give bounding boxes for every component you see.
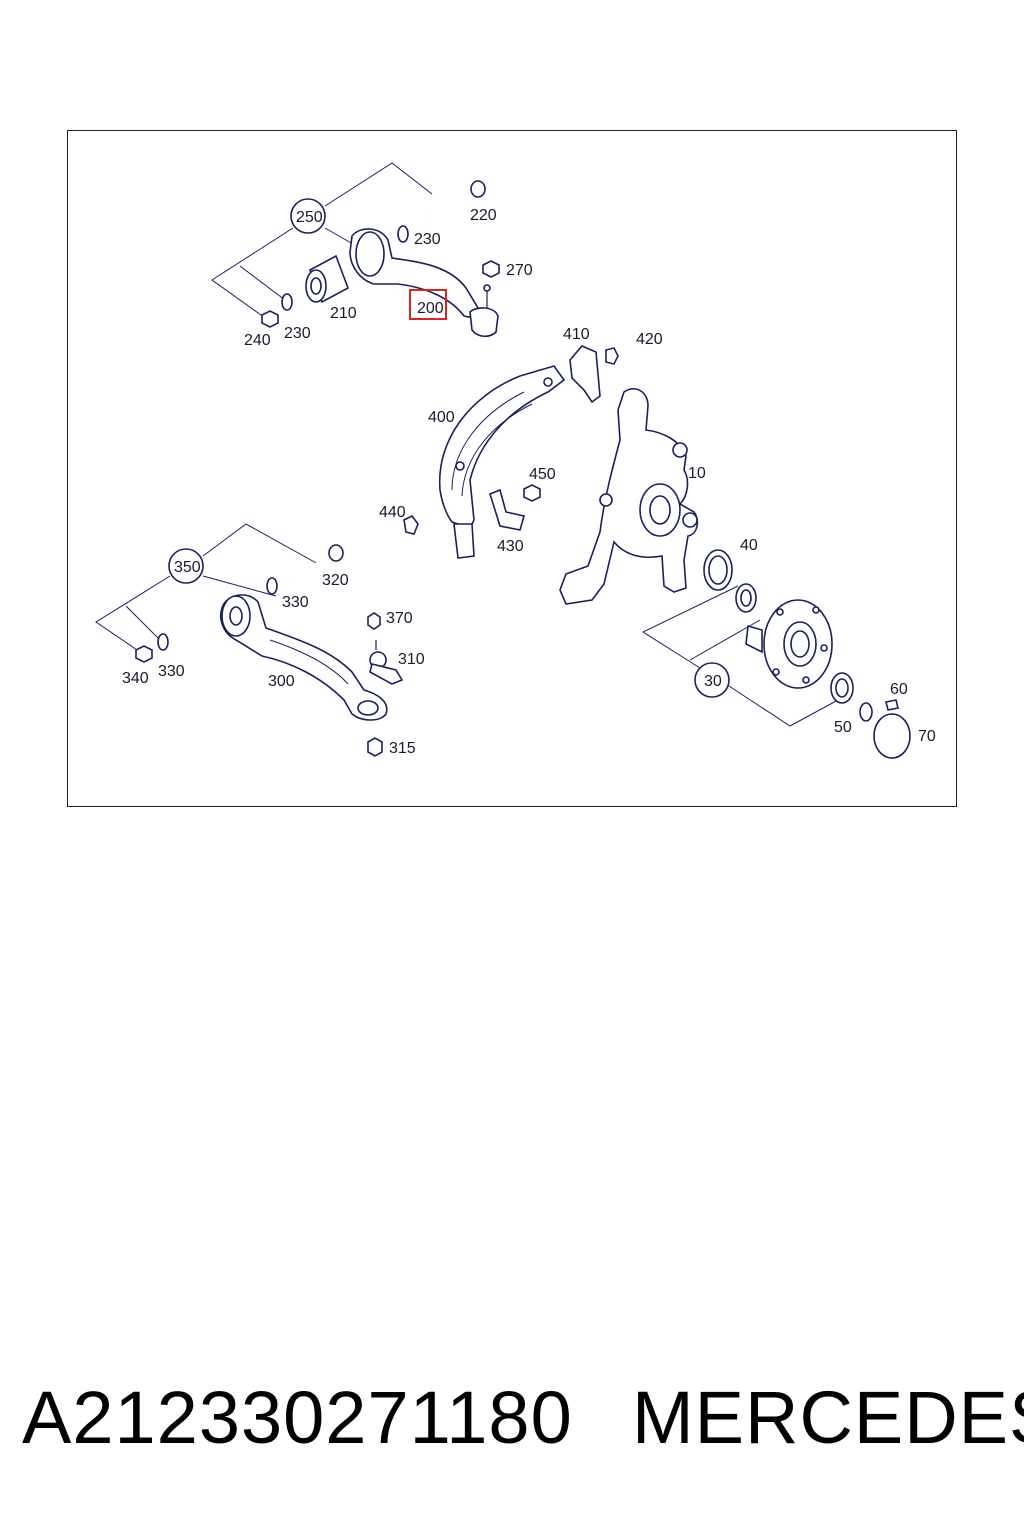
nut-450 <box>523 484 541 502</box>
diagram-frame <box>67 130 957 807</box>
upper-arm-group: 250 220 230 270 <box>211 162 533 349</box>
nut-315 <box>367 737 383 757</box>
screw-60 <box>885 699 899 711</box>
washer-230-lower <box>281 293 293 311</box>
label-230-upper: 230 <box>414 231 441 248</box>
label-210: 210 <box>330 305 357 322</box>
diagram-drawing: 250 220 230 270 <box>95 162 936 759</box>
washer-330-lower <box>157 633 169 651</box>
label-270: 270 <box>506 262 533 279</box>
parts-diagram: 250 220 230 270 <box>67 130 957 807</box>
bracket-410 <box>569 345 601 404</box>
nut-340 <box>135 645 153 663</box>
group-circle-30 <box>694 662 730 698</box>
wheel-hub <box>745 599 833 689</box>
label-220: 220 <box>470 207 497 224</box>
group-circle-350 <box>168 548 204 584</box>
bolt-440 <box>403 514 441 535</box>
label-320: 320 <box>322 572 349 589</box>
label-70: 70 <box>918 728 936 745</box>
highlight-box-200 <box>409 289 447 320</box>
label-315: 315 <box>389 740 416 757</box>
label-340: 340 <box>122 670 149 687</box>
knuckle-10 <box>559 388 699 605</box>
label-50: 50 <box>834 719 852 736</box>
label-200: 200 <box>417 300 444 317</box>
label-400: 400 <box>428 409 455 426</box>
label-10: 10 <box>688 465 706 482</box>
washer-330-upper <box>266 577 278 595</box>
washer-230-upper <box>397 225 409 243</box>
label-420: 420 <box>636 331 663 348</box>
label-240: 240 <box>244 332 271 349</box>
bushing-210 <box>305 254 349 304</box>
label-230-lower: 230 <box>284 325 311 342</box>
label-330-upper: 330 <box>282 594 309 611</box>
bolt-420 <box>605 347 636 365</box>
group-circle-250 <box>290 198 326 234</box>
control-arm-300 <box>220 594 388 721</box>
bolt-220 <box>427 180 486 218</box>
part-number: A212330271180 <box>22 1376 573 1459</box>
label-60: 60 <box>890 681 908 698</box>
nut-240 <box>261 310 279 328</box>
nut-370 <box>367 612 381 630</box>
label-430: 430 <box>497 538 524 555</box>
label-350: 350 <box>174 559 201 576</box>
hub-group: 40 30 <box>641 537 936 759</box>
bracket-430 <box>489 488 526 531</box>
footer: A212330271180 MERCEDES <box>0 1375 1024 1475</box>
ball-joint-310 <box>369 640 404 685</box>
label-410: 410 <box>563 326 590 343</box>
strut-group: 400 410 420 430 450 440 <box>379 326 663 559</box>
label-450: 450 <box>529 466 556 483</box>
label-330-lower: 330 <box>158 663 185 680</box>
label-30: 30 <box>704 673 722 690</box>
lower-arm-group: 350 320 330 300 <box>95 523 425 757</box>
cap-70 <box>873 713 911 759</box>
label-440: 440 <box>379 504 406 521</box>
label-40: 40 <box>740 537 758 554</box>
label-310: 310 <box>398 651 425 668</box>
label-250: 250 <box>296 209 323 226</box>
label-370: 370 <box>386 610 413 627</box>
bolt-320 <box>287 544 344 580</box>
strut-400 <box>438 365 566 559</box>
brand-name: MERCEDES <box>632 1376 1024 1459</box>
nut-270 <box>482 260 500 278</box>
label-300: 300 <box>268 673 295 690</box>
